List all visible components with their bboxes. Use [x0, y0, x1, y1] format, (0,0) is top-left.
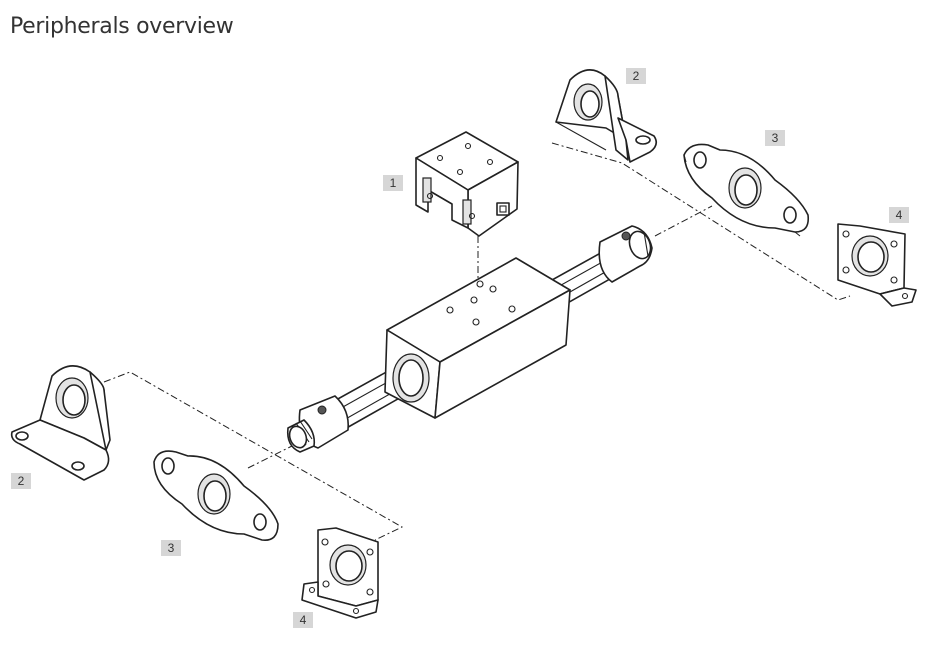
- slide-unit-bracket: [415, 131, 519, 237]
- right-end-cap: [598, 225, 653, 283]
- slide-block: [384, 257, 571, 419]
- callout-4-right: 4: [889, 207, 909, 223]
- bracket-right: [837, 223, 917, 307]
- left-end-cap: [286, 395, 350, 453]
- page-title: Peripherals overview: [10, 14, 234, 39]
- foot-mount-right: [555, 69, 658, 163]
- callout-1: 1: [383, 175, 403, 191]
- callout-4-left: 4: [293, 612, 313, 628]
- callout-2-right: 2: [626, 68, 646, 84]
- callout-3-left: 3: [161, 540, 181, 556]
- bracket-left: [301, 527, 379, 619]
- callout-3-right: 3: [765, 130, 785, 146]
- callout-2-left: 2: [11, 473, 31, 489]
- flange-right: [683, 143, 810, 237]
- foot-mount-left: [10, 365, 111, 481]
- flange-left: [153, 450, 279, 541]
